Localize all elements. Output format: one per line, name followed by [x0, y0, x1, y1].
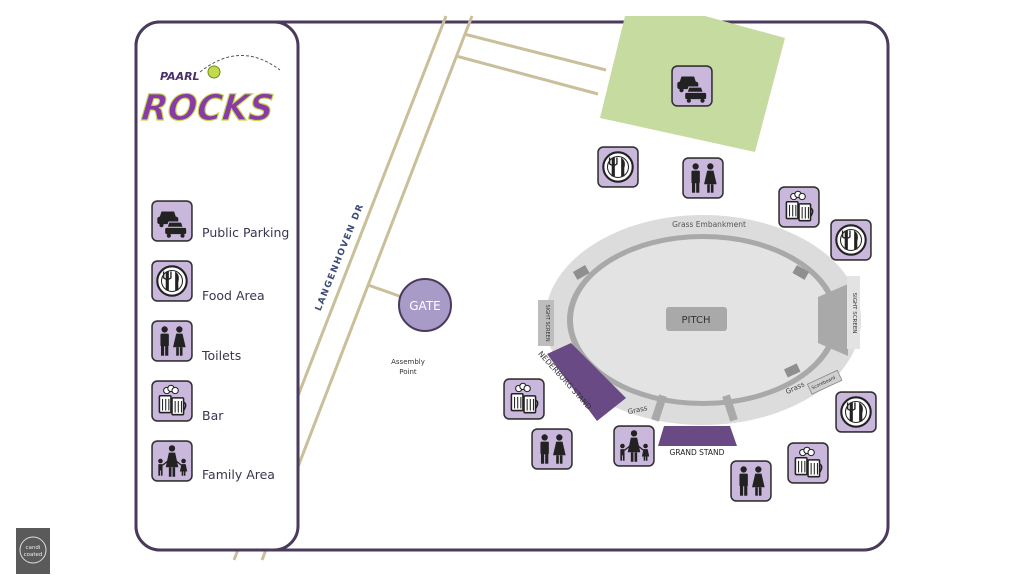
gate-label: GATE — [409, 299, 441, 313]
legend-label-bar: Bar — [202, 408, 224, 423]
credit-line1: candi — [26, 545, 41, 551]
sight-screen-right-label: SIGHT SCREEN — [851, 293, 857, 334]
bar-beer-icon[interactable] — [503, 378, 545, 420]
legend-food-fork-knife-icon — [151, 260, 193, 302]
toilets-icon[interactable] — [730, 460, 772, 502]
pitch-label: PITCH — [681, 315, 710, 326]
bar-beer-icon[interactable] — [787, 442, 829, 484]
sight-screen-left — [538, 300, 554, 346]
family-icon[interactable] — [613, 425, 655, 467]
assembly-point-label-2: Point — [399, 368, 417, 376]
toilets-icon[interactable] — [531, 428, 573, 470]
legend-bar-beer-icon — [151, 380, 193, 422]
legend-toilets-icon — [151, 320, 193, 362]
grand-stand-label: GRAND STAND — [670, 448, 725, 457]
scoreboard — [806, 369, 843, 395]
pitch-box — [666, 307, 727, 331]
stadium — [538, 215, 861, 446]
food-fork-knife-icon[interactable] — [830, 219, 872, 261]
bar-beer-icon[interactable] — [778, 186, 820, 228]
nederburg-stand — [547, 343, 626, 421]
grass-embankment-label: Grass Embankment — [672, 220, 746, 229]
gate[interactable] — [398, 278, 452, 332]
assembly-point-label-1: Assembly — [391, 358, 425, 366]
credit-line2: coated — [24, 552, 43, 558]
sight-screen-left-label: SIGHT SCREEN — [544, 304, 550, 341]
credit-badge: candi coated — [16, 528, 50, 574]
food-fork-knife-icon[interactable] — [597, 146, 639, 188]
car-parking-icon[interactable] — [671, 65, 713, 107]
food-fork-knife-icon[interactable] — [835, 391, 877, 433]
sight-screen-right — [818, 284, 848, 356]
grand-stand — [658, 426, 737, 446]
legend-label-toilets: Toilets — [202, 348, 242, 363]
legend-label-food-area: Food Area — [202, 288, 265, 303]
paarl-rocks-logo: PAARL ROCKS — [139, 55, 281, 130]
logo-top-text: PAARL — [160, 70, 200, 83]
legend-family-icon — [151, 440, 193, 482]
legend-label-family-area: Family Area — [202, 467, 275, 482]
legend-car-parking-icon — [151, 200, 193, 242]
legend-label-public-parking: Public Parking — [202, 225, 290, 240]
toilets-icon[interactable] — [682, 157, 724, 199]
logo-main-text: ROCKS — [139, 87, 275, 129]
